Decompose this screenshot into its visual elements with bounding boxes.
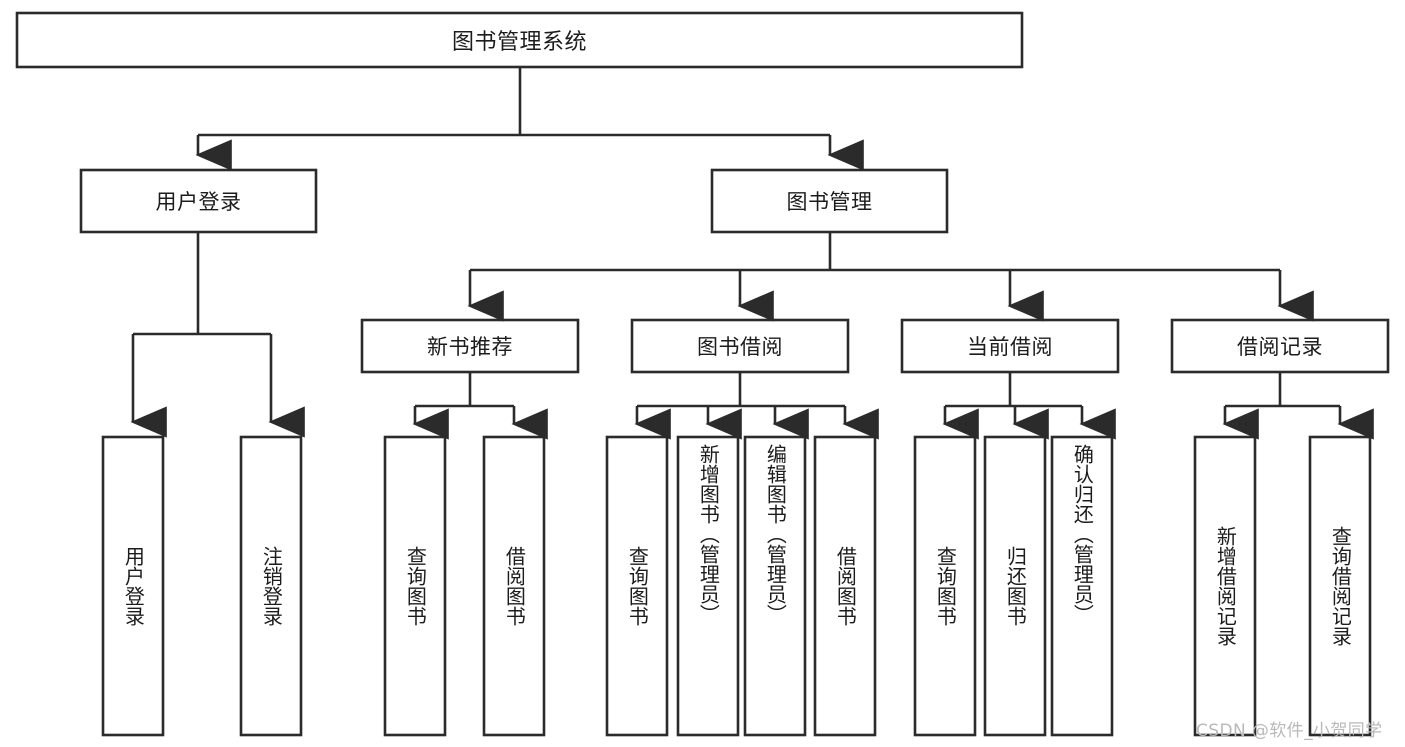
node-box-root[interactable] [15,11,1024,69]
leaf-box-user-login-0[interactable] [101,435,165,737]
leaf-box-borrow-record-1[interactable] [1308,435,1372,737]
leaf-box-borrow-record-0[interactable] [1193,435,1257,737]
node-box-book-manage[interactable] [710,168,949,234]
leaf-box-current-borrow-1[interactable] [983,435,1047,737]
node-box-user-login[interactable] [79,168,318,234]
node-box-current-borrow[interactable] [900,318,1120,374]
leaf-box-current-borrow-0[interactable] [913,435,977,737]
leaf-box-new-book-0[interactable] [383,435,447,737]
node-box-borrow-record[interactable] [1170,318,1390,374]
leaf-box-book-borrow-1[interactable] [676,435,740,737]
leaf-box-book-borrow-2[interactable] [743,435,807,737]
leaf-box-user-login-1[interactable] [239,435,303,737]
leaf-box-book-borrow-0[interactable] [605,435,669,737]
leaf-box-current-borrow-2[interactable] [1050,435,1114,737]
leaf-box-book-borrow-3[interactable] [813,435,877,737]
node-box-new-book-recommend[interactable] [360,318,580,374]
node-box-book-borrow[interactable] [630,318,850,374]
leaf-box-new-book-1[interactable] [482,435,546,737]
